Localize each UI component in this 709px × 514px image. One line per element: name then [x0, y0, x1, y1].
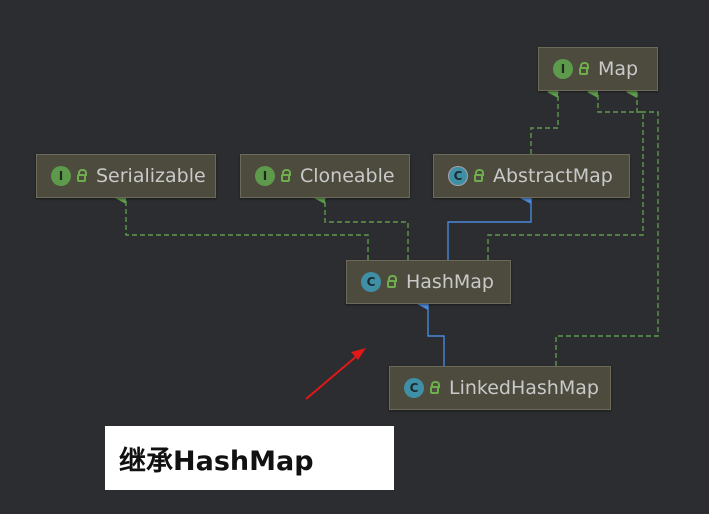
node-serializable[interactable]: I Serializable — [36, 154, 216, 198]
lock-icon — [387, 275, 397, 288]
edge-hashmap-cloneable — [314, 192, 409, 260]
interface-icon: I — [255, 166, 275, 186]
class-icon: C — [361, 272, 381, 292]
lock-icon — [474, 169, 484, 182]
lock-icon — [430, 381, 440, 394]
node-label: LinkedHashMap — [449, 377, 599, 399]
lock-icon — [77, 169, 87, 182]
node-label: HashMap — [406, 271, 494, 293]
red-arrow-icon — [305, 348, 366, 400]
node-map[interactable]: I Map — [538, 47, 658, 91]
edge-linkedhashmap-map — [555, 86, 659, 366]
node-label: Map — [598, 58, 639, 80]
interface-icon: I — [51, 166, 71, 186]
edge-hashmap-map — [487, 86, 644, 260]
lock-icon — [579, 62, 589, 75]
edge-linkedhashmap-hashmap — [417, 298, 445, 366]
edge-hashmap-abstractmap — [447, 192, 532, 260]
annotation-caption: 继承HashMap — [105, 426, 394, 490]
node-label: AbstractMap — [493, 165, 613, 187]
class-icon: C — [404, 378, 424, 398]
node-label: Cloneable — [300, 165, 395, 187]
node-cloneable[interactable]: I Cloneable — [240, 154, 410, 198]
node-label: Serializable — [96, 165, 206, 187]
node-linkedhashmap[interactable]: C LinkedHashMap — [389, 366, 611, 410]
interface-icon: I — [553, 59, 573, 79]
node-hashmap[interactable]: C HashMap — [346, 260, 511, 304]
abstract-class-icon: C — [448, 166, 468, 186]
edge-abstractmap-map — [530, 86, 559, 154]
edge-hashmap-serializable — [115, 192, 369, 260]
node-abstractmap[interactable]: C AbstractMap — [433, 154, 630, 198]
lock-icon — [281, 169, 291, 182]
